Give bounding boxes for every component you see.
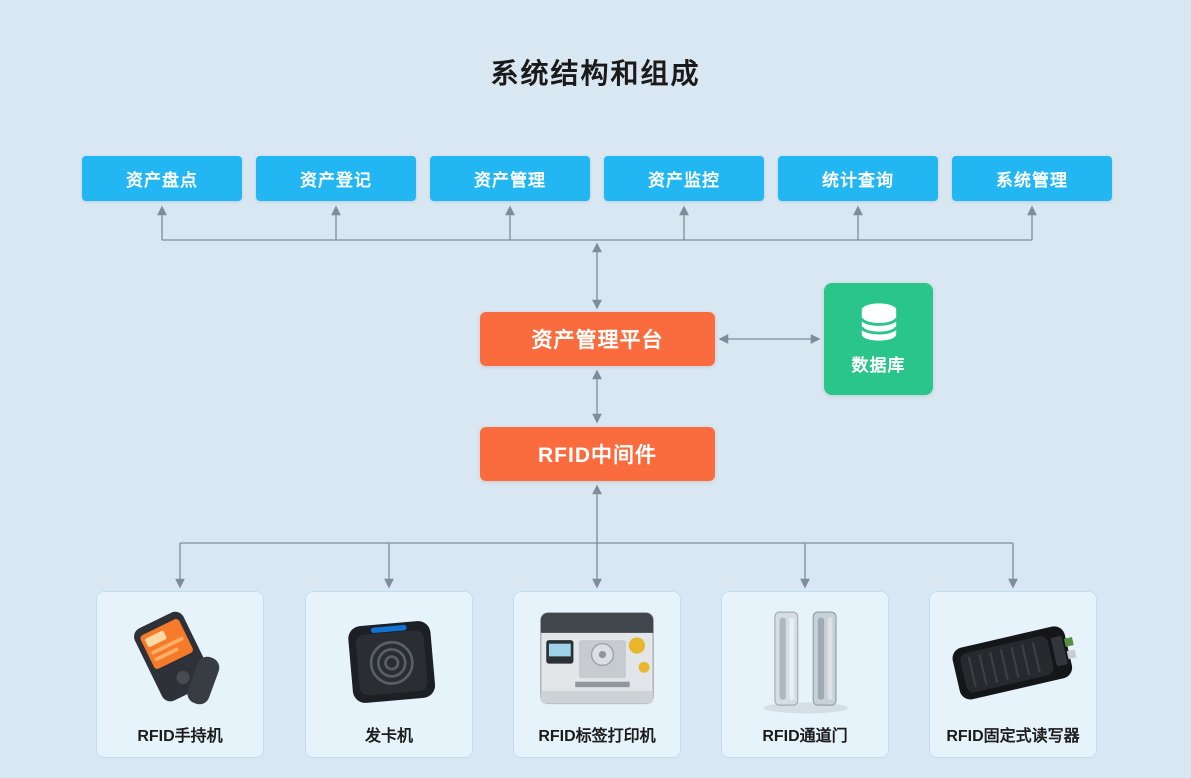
rfid-label-printer-icon <box>514 592 680 722</box>
card-issuer-icon <box>306 592 472 722</box>
device-card-rfid-gate: RFID通道门 <box>721 591 889 758</box>
module-asset-monitoring: 资产监控 <box>604 156 764 201</box>
module-asset-registration: 资产登记 <box>256 156 416 201</box>
module-system-management: 系统管理 <box>952 156 1112 201</box>
device-label: RFID固定式读写器 <box>946 728 1080 745</box>
device-label: RFID标签打印机 <box>538 728 656 745</box>
database-box: 数据库 <box>824 283 933 395</box>
module-label: 资产盘点 <box>126 171 198 190</box>
module-statistics-query: 统计查询 <box>778 156 938 201</box>
middleware-label: RFID中间件 <box>538 444 657 467</box>
diagram-title: 系统结构和组成 <box>490 58 701 89</box>
rfid-fixed-reader-icon <box>930 592 1096 722</box>
database-cylinder-icon <box>859 303 898 341</box>
rfid-handheld-icon <box>97 592 263 722</box>
module-label: 资产管理 <box>474 171 546 190</box>
device-card-card-issuer: 发卡机 <box>305 591 473 758</box>
device-card-rfid-label-printer: RFID标签打印机 <box>513 591 681 758</box>
module-label: 系统管理 <box>996 171 1068 190</box>
module-asset-inventory: 资产盘点 <box>82 156 242 201</box>
module-label: 统计查询 <box>822 171 894 190</box>
platform-label: 资产管理平台 <box>531 329 664 352</box>
module-asset-management: 资产管理 <box>430 156 590 201</box>
device-label: RFID通道门 <box>762 728 848 745</box>
rfid-gate-icon <box>722 592 888 722</box>
device-card-rfid-fixed-reader: RFID固定式读写器 <box>929 591 1097 758</box>
module-label: 资产监控 <box>648 171 720 190</box>
asset-management-platform-box: 资产管理平台 <box>480 312 715 366</box>
rfid-middleware-box: RFID中间件 <box>480 427 715 481</box>
device-card-rfid-handheld: RFID手持机 <box>96 591 264 758</box>
database-label: 数据库 <box>851 356 906 375</box>
module-label: 资产登记 <box>300 171 372 190</box>
device-label: RFID手持机 <box>137 728 223 745</box>
device-label: 发卡机 <box>364 728 413 745</box>
